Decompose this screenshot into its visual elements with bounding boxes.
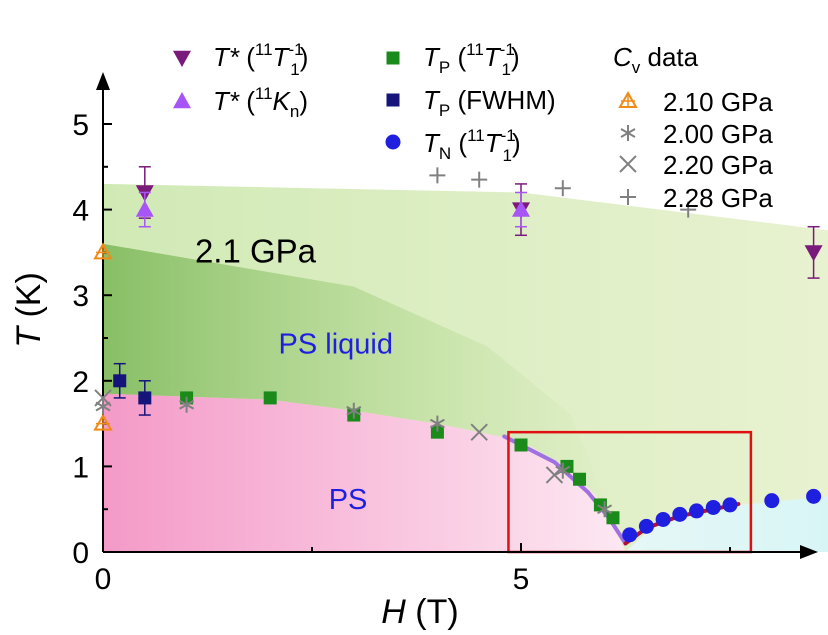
circle-marker	[705, 499, 721, 515]
shaded-phase-regions	[103, 183, 828, 552]
y-axis-arrow-icon	[96, 72, 110, 90]
plus-marker	[429, 167, 446, 184]
cross-marker	[470, 423, 488, 441]
triangle-up-marker	[173, 92, 191, 109]
circle-marker	[764, 493, 780, 509]
plus-marker	[620, 189, 636, 205]
square-marker	[606, 511, 620, 525]
cross-marker	[619, 155, 637, 173]
circle-marker	[672, 506, 688, 522]
y-tick-label: 4	[72, 195, 89, 228]
tn_11T1-series	[622, 488, 822, 543]
plus-marker	[680, 201, 697, 218]
plus-marker	[471, 171, 488, 188]
square-marker	[514, 438, 528, 452]
cross-marker	[94, 389, 112, 407]
asterisk-marker	[346, 402, 362, 419]
chart-axes: 051015012345H (T)T (K)	[10, 72, 818, 631]
tstar_11Kn-series	[135, 191, 530, 228]
y-tick-label: 0	[72, 537, 89, 570]
square-marker	[113, 374, 127, 388]
region-labels: 2.1 GPaPMPS liquidPSAFM	[195, 233, 393, 517]
cv_220-series	[94, 389, 564, 484]
x-tick-label: 0	[95, 563, 112, 596]
region-label-2-1-gpa: 2.1 GPa	[195, 233, 317, 270]
cross-marker	[545, 466, 564, 484]
tp_fwhm-series	[113, 362, 152, 416]
asterisk-marker	[429, 415, 445, 432]
asterisk-marker	[555, 462, 571, 479]
region-label-ps: PS	[329, 484, 368, 516]
region-label-ps-liquid: PS liquid	[279, 328, 393, 360]
y-tick-label: 2	[72, 366, 89, 399]
asterisk-marker	[620, 125, 636, 141]
y-axis-label: T (K)	[10, 272, 48, 348]
region-ps	[103, 393, 626, 552]
cv_228-series	[429, 167, 697, 218]
asterisk-marker	[179, 396, 195, 413]
legend-label: T* (11Kn)	[213, 84, 308, 121]
circle-marker	[638, 518, 654, 534]
legend-cv-header: Cv data	[613, 42, 699, 77]
square-marker	[573, 472, 587, 486]
tp_line-curve	[502, 434, 628, 546]
x-axis-arrow-icon	[800, 545, 818, 559]
x-tick-label: 5	[513, 563, 530, 596]
triangle-up-marker	[512, 200, 530, 217]
legend-label-cv_200: 2.00 GPa	[663, 119, 773, 149]
plus-marker	[554, 180, 571, 197]
triangle-hollow-marker	[93, 413, 113, 431]
legend-label-cv_228: 2.28 GPa	[663, 183, 773, 213]
data-marks	[93, 166, 823, 543]
circle-marker	[655, 511, 671, 527]
square-marker	[430, 425, 444, 439]
circle-marker	[385, 134, 401, 150]
region-ps-liquid	[103, 243, 626, 552]
triangle-down-marker	[804, 245, 823, 262]
y-tick-label: 5	[72, 109, 89, 142]
circle-marker	[622, 527, 638, 543]
y-tick-label: 3	[72, 280, 89, 313]
triangle-hollow-marker	[618, 90, 638, 108]
legend-label-cv_220: 2.20 GPa	[663, 150, 773, 180]
legend-label-cv_210: 2.10 GPa	[663, 87, 773, 117]
square-marker	[386, 51, 400, 65]
y-tick-label: 1	[72, 451, 89, 484]
circle-marker	[806, 488, 822, 504]
square-marker	[138, 391, 152, 405]
legend-label-fwhm: TP (FWHM)	[423, 85, 556, 120]
square-marker	[386, 93, 400, 107]
square-marker	[263, 391, 277, 405]
cv_210-series	[93, 242, 113, 431]
triangle-down-marker	[173, 50, 191, 67]
triangle-up-marker	[135, 200, 154, 217]
region-afm	[625, 496, 828, 552]
circle-marker	[722, 497, 738, 513]
circle-marker	[689, 503, 705, 519]
x-axis-label: H (T)	[381, 593, 458, 631]
asterisk-marker	[597, 501, 613, 518]
triangle-hollow-marker	[93, 242, 113, 260]
